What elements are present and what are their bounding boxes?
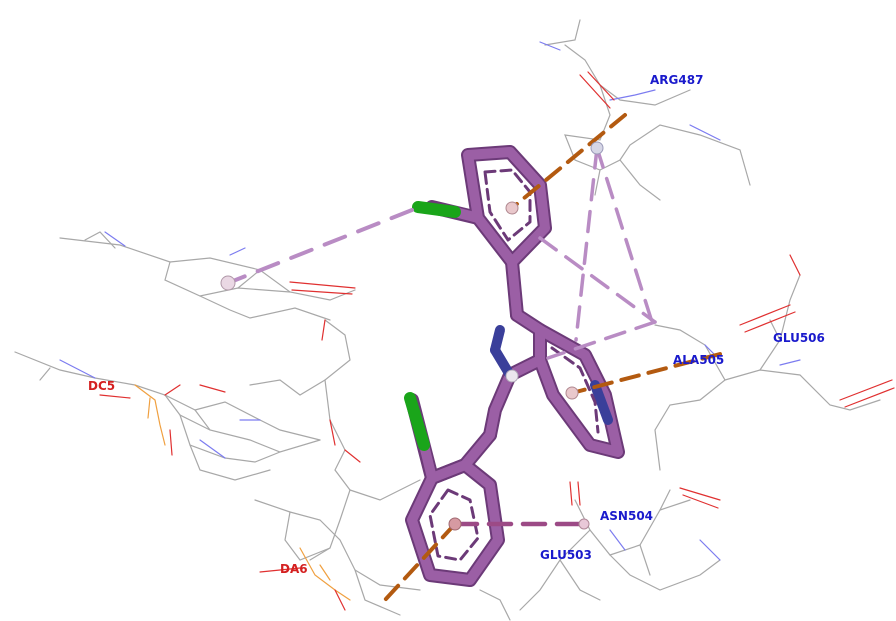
receptor-wireframe (14, 19, 895, 621)
contact-ala505-pi-cation (570, 352, 722, 395)
contact-cl-dna-base (226, 208, 414, 285)
label-dc5: DC5 (88, 379, 116, 393)
centroid-dna-base (220, 275, 236, 291)
contact-arg487-vertical-1 (574, 146, 599, 342)
centroid-upper-ring (505, 201, 519, 215)
centroid-asn504 (578, 518, 590, 530)
label-glu506: GLU506 (773, 331, 825, 345)
residue-arg487 (544, 19, 751, 201)
centroid-imidazole (505, 369, 519, 383)
residue-glu506-ala505 (654, 274, 881, 471)
dna-backbone-left (249, 319, 421, 561)
label-ala505: ALA505 (673, 353, 725, 367)
dna-base-dc5 (14, 351, 321, 481)
dna-base-da6 (254, 499, 421, 616)
contact-arg487-vertical-2 (595, 146, 654, 324)
centroid-pyridine (565, 386, 579, 400)
label-glu503: GLU503 (540, 548, 592, 562)
contact-ala505-ring (538, 236, 657, 324)
label-asn504: ASN504 (600, 509, 654, 523)
contact-da6-pi (383, 522, 457, 602)
label-da6: DA6 (280, 562, 308, 576)
contact-ala505-imidazole (546, 320, 657, 360)
centroid-arg487 (590, 141, 604, 155)
label-arg487: ARG487 (650, 73, 704, 87)
interaction-contacts (226, 113, 722, 602)
centroid-lower-ring (448, 517, 462, 531)
dna-base-upper-left (59, 231, 356, 321)
ligand-molecule (404, 145, 625, 587)
contact-arg487-pi-cation (510, 113, 627, 210)
ring-centroids (220, 141, 604, 531)
